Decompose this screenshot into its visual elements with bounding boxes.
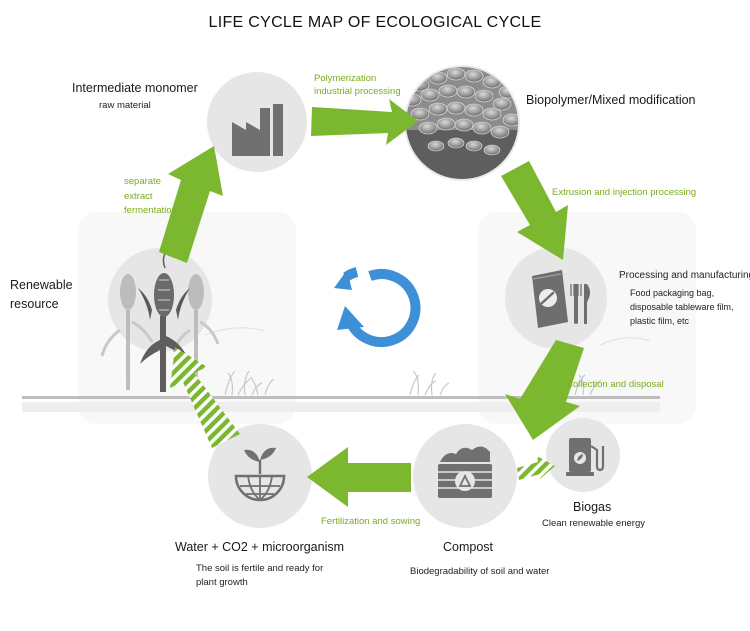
water-title: Water + CO2 + microorganism	[175, 540, 345, 554]
compost-subtitle: Biodegradability of soil and water	[410, 566, 550, 577]
diagram-title: LIFE CYCLE MAP OF ECOLOGICAL CYCLE	[208, 14, 542, 31]
arrow-striped-biogas	[517, 456, 555, 480]
arrow-polymerization	[311, 99, 418, 145]
grass-decoration	[224, 370, 602, 396]
center-cycle-icon	[334, 267, 421, 347]
biogas-title: Biogas	[573, 500, 612, 514]
biopolymer-title: Biopolymer/Mixed modification	[526, 93, 696, 107]
ground-line	[22, 396, 660, 412]
compost-title: Compost	[443, 540, 494, 554]
extrusion-label: Extrusion and injection processing	[552, 187, 697, 198]
recycle-compost-icon	[438, 446, 492, 498]
fuel-pump-icon	[566, 438, 605, 476]
intermediate-circle	[207, 72, 307, 172]
arrow-striped-upward	[170, 347, 240, 448]
arrow-fertilization	[307, 447, 411, 507]
leaf-flourishes	[204, 327, 651, 346]
packaging-cutlery-icon	[532, 270, 590, 328]
intermediate-monomer-subtitle: raw material	[99, 100, 151, 111]
polymerization-label: Polymerization industrial processing	[314, 73, 401, 97]
corn-icon	[100, 249, 220, 392]
renewable-resource-title: Renewable resource	[10, 278, 73, 312]
water-subtitle: The soil is fertile and ready for plant …	[196, 563, 324, 589]
cycle-arrows	[159, 99, 584, 507]
fertilization-label: Fertilization and sowing	[321, 516, 421, 527]
biogas-subtitle: Clean renewable energy	[542, 518, 645, 529]
arrow-collection	[505, 340, 584, 440]
factory-icon	[232, 104, 283, 156]
arrow-separate	[159, 146, 223, 263]
intermediate-monomer-title: Intermediate monomer	[72, 81, 198, 95]
separate-extract-label: separate extract fermentation	[124, 176, 177, 217]
collection-label: Collection and disposal	[566, 379, 664, 390]
seedling-globe-icon	[234, 447, 286, 502]
striped-arrows	[170, 347, 555, 480]
processing-subtitle: Food packaging bag, disposable tableware…	[630, 288, 734, 326]
processing-title: Processing and manufacturing	[619, 270, 750, 281]
arrow-extrusion	[501, 161, 568, 260]
